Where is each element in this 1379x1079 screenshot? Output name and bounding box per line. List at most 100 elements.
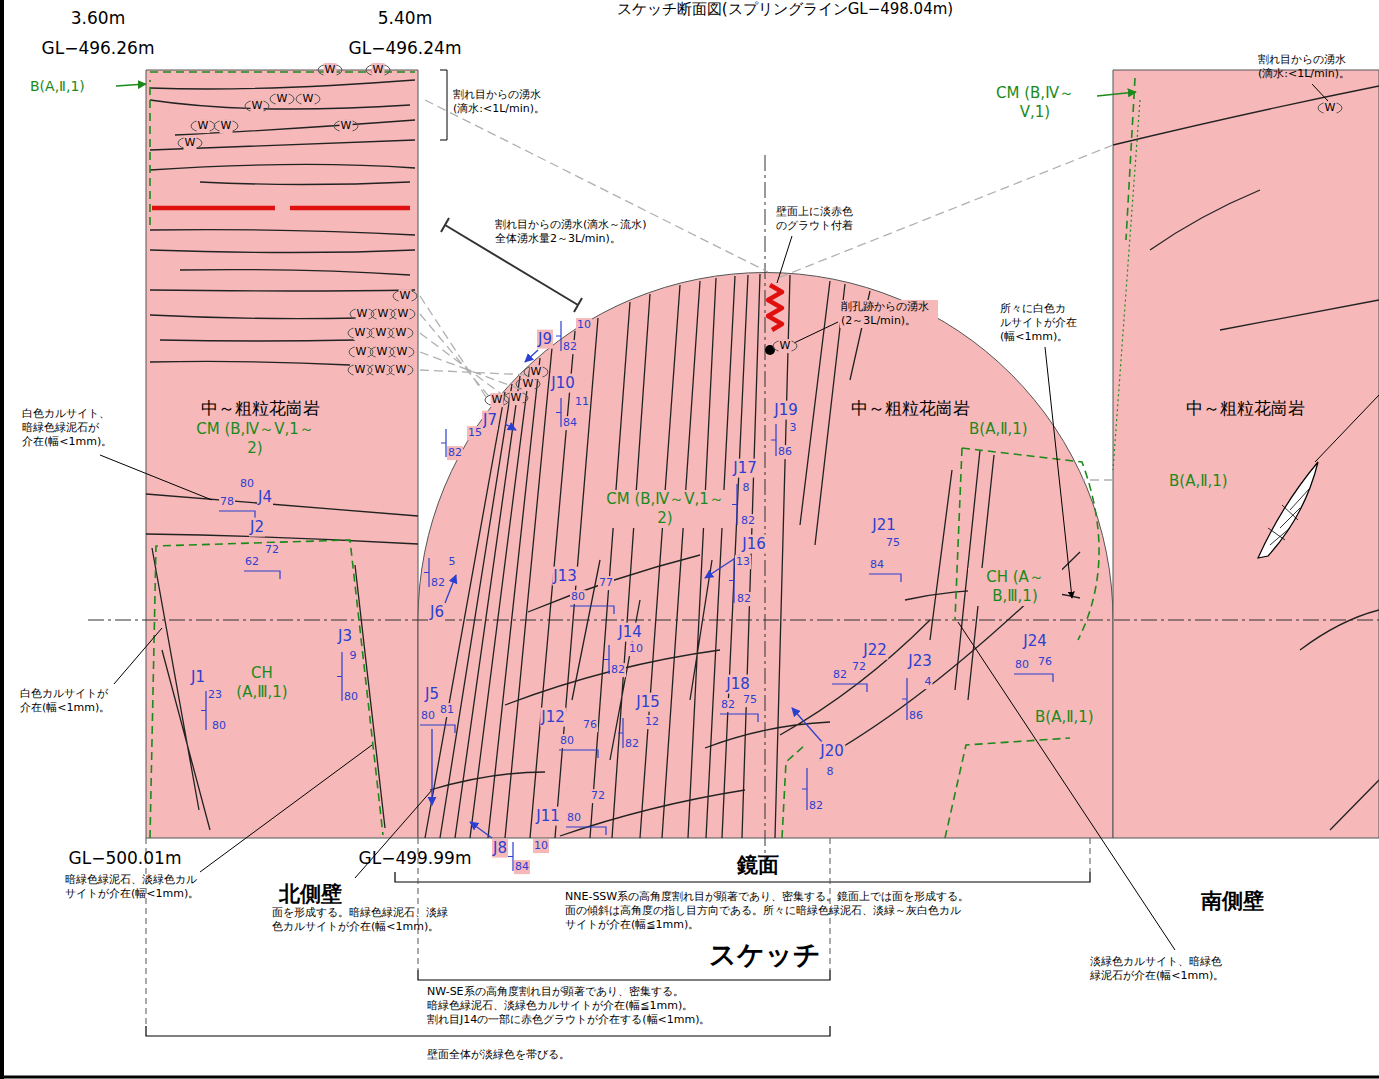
dip-symbol bbox=[720, 714, 758, 722]
rock-class: B(A,Ⅱ,1) bbox=[1168, 472, 1229, 491]
dip-value: 82 bbox=[720, 698, 736, 712]
rock-class: CM (B,Ⅳ～Ⅴ,1) bbox=[985, 84, 1085, 122]
water-ellipse bbox=[334, 120, 358, 132]
joint-label: J15 bbox=[635, 693, 661, 712]
dip-symbol bbox=[508, 842, 513, 871]
dip-value: 9 bbox=[349, 649, 358, 663]
leader-line bbox=[777, 236, 792, 283]
dip-symbol bbox=[771, 424, 776, 456]
dip-value: 80 bbox=[211, 719, 227, 733]
section-heading: 南側壁 bbox=[1201, 888, 1264, 914]
joint-label: J11 bbox=[535, 807, 561, 826]
dip-value: 84 bbox=[869, 558, 885, 572]
dip-value: 13 bbox=[735, 555, 751, 569]
dip-value: 82 bbox=[740, 514, 756, 528]
water-mark: W bbox=[374, 363, 387, 377]
dip-value: 75 bbox=[885, 536, 901, 550]
water-mark: W bbox=[530, 365, 543, 379]
dip-value: 62 bbox=[244, 555, 260, 569]
water-ellipse bbox=[391, 308, 415, 320]
joint-label: J3 bbox=[337, 627, 353, 646]
section-heading: 北側壁 bbox=[279, 881, 342, 907]
dip-value: 4 bbox=[924, 675, 933, 689]
fracture-line bbox=[150, 80, 415, 365]
dip-value: 12 bbox=[644, 715, 660, 729]
water-ellipse bbox=[270, 93, 294, 105]
calcite-lens bbox=[1268, 488, 1310, 545]
depth-label: GL−496.24m bbox=[349, 38, 462, 59]
joint-label: J9 bbox=[537, 330, 553, 349]
water-ellipse bbox=[368, 364, 392, 376]
dip-value: 82 bbox=[430, 576, 446, 590]
joint-pointer bbox=[505, 424, 516, 430]
depth-label: GL−496.26m bbox=[42, 38, 155, 59]
dip-value: 80 bbox=[343, 690, 359, 704]
water-mark: W bbox=[354, 363, 367, 377]
water-ellipse bbox=[318, 64, 342, 76]
guide-line bbox=[88, 620, 1379, 621]
projection-line bbox=[420, 100, 1113, 480]
bracket bbox=[146, 872, 1090, 1036]
note: 壁面全体が淡緑色を帯びる。 bbox=[427, 1048, 570, 1062]
depth-label: GL−500.01m bbox=[69, 848, 182, 869]
dip-symbol bbox=[869, 574, 901, 582]
water-mark: W bbox=[220, 119, 233, 133]
bracket-guide bbox=[146, 838, 1090, 1026]
dip-value: 78 bbox=[219, 495, 235, 509]
dip-symbol bbox=[420, 725, 455, 733]
dip-value: 72 bbox=[590, 789, 606, 803]
water-ellipse bbox=[393, 290, 417, 302]
water-mark: W bbox=[522, 377, 535, 391]
rock-panel: 中～粗粒花崗岩 bbox=[418, 272, 1113, 838]
bracket-guide bbox=[146, 838, 1090, 1026]
note: 壁面上に淡赤色 のグラウト付着 bbox=[776, 205, 860, 233]
depth-label: GL−499.99m bbox=[359, 848, 472, 869]
joint-label: J21 bbox=[871, 516, 897, 535]
dip-value: 76 bbox=[1037, 655, 1053, 669]
dip-symbol bbox=[729, 558, 734, 603]
water-mark: W bbox=[375, 326, 388, 340]
grout-trace bbox=[768, 285, 782, 330]
leader-line bbox=[1315, 395, 1379, 462]
water-ellipse bbox=[389, 327, 413, 339]
dip-value: 86 bbox=[908, 709, 924, 723]
note: 白色カルサイトが 介在(幅<1mm)。 bbox=[20, 687, 116, 715]
joint-label: J13 bbox=[552, 567, 578, 586]
water-mark: W bbox=[302, 92, 315, 106]
water-ellipse bbox=[245, 100, 269, 112]
water-ellipse bbox=[389, 364, 413, 376]
dip-value: 80 bbox=[239, 477, 255, 491]
grout-trace bbox=[152, 208, 782, 330]
dip-symbol bbox=[566, 827, 606, 835]
note: 割れ目からの湧水 (滴水:<1L/min)。 bbox=[1258, 53, 1368, 81]
water-mark: W bbox=[251, 99, 264, 113]
rock-boundary bbox=[1126, 78, 1135, 240]
rock-class: CH (A～B,Ⅲ,1) bbox=[968, 568, 1062, 606]
dip-value: 82 bbox=[562, 340, 578, 354]
joint-pointer bbox=[525, 350, 538, 362]
note: 白色カルサイト、 暗緑色緑泥石が 介在(幅<1mm)。 bbox=[22, 407, 118, 448]
water-mark: W bbox=[340, 119, 353, 133]
rock-boundary bbox=[150, 72, 415, 838]
dip-value: 3 bbox=[789, 421, 798, 435]
dip-value: 72 bbox=[851, 660, 867, 674]
water-mark: W bbox=[197, 119, 210, 133]
joint-label: J17 bbox=[732, 459, 758, 478]
bracket bbox=[418, 970, 830, 980]
rock-class: B(A,Ⅱ,1) bbox=[1034, 708, 1095, 727]
dip-value: 82 bbox=[832, 668, 848, 682]
note: 所々に白色カ ルサイトが介在 (幅<1mm)。 bbox=[1000, 302, 1082, 343]
dip-value: 84 bbox=[514, 860, 530, 874]
dip-symbol bbox=[556, 398, 561, 427]
dip-value: 82 bbox=[624, 737, 640, 751]
rock-name: 中～粗粒花崗岩 bbox=[1184, 397, 1307, 420]
water-mark: W bbox=[1324, 101, 1337, 115]
wall-panel bbox=[146, 70, 418, 838]
water-ellipse bbox=[349, 346, 373, 358]
wall-panel bbox=[146, 70, 1379, 838]
joint-label: J18 bbox=[725, 675, 751, 694]
note: NW-SE系の高角度割れ目が顕著であり、密集する。 暗緑色緑泥石、淡緑色カルサイ… bbox=[427, 985, 717, 1026]
rock-boundary bbox=[150, 72, 1135, 838]
joint-label: J16 bbox=[741, 535, 767, 554]
water-ellipse bbox=[504, 392, 528, 404]
